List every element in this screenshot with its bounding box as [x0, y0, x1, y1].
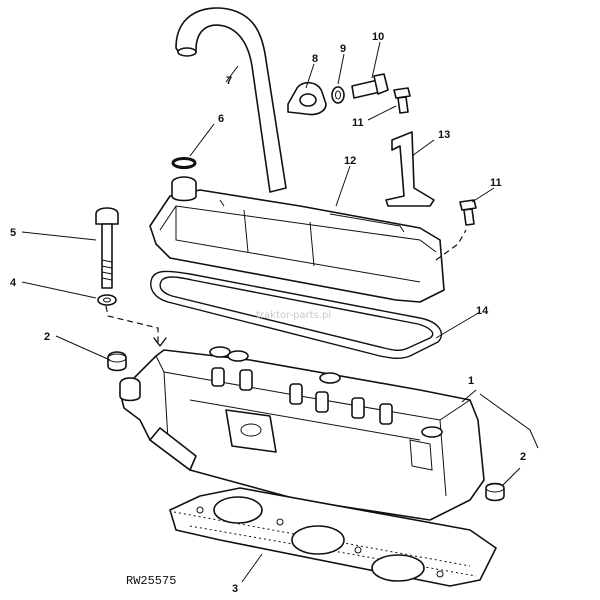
cylinder-head — [119, 346, 485, 521]
lift-bracket — [385, 131, 435, 207]
breather-hose — [175, 7, 287, 193]
callout-8: 8 — [312, 53, 318, 65]
bolt-washer — [97, 294, 117, 306]
hose-clamp — [287, 81, 327, 116]
callout-13: 13 — [438, 129, 450, 141]
callout-1: 1 — [468, 375, 474, 387]
plug-left — [107, 351, 127, 372]
callout-2-right: 2 — [520, 451, 526, 463]
callout-10: 10 — [372, 31, 384, 43]
plug-right — [485, 482, 505, 502]
clamp-screw — [351, 73, 389, 99]
callout-9: 9 — [340, 43, 346, 55]
cover-screw-right — [459, 199, 477, 226]
callout-2-left: 2 — [44, 331, 50, 343]
callouts: 1 2 2 3 4 5 6 7 8 9 10 11 11 12 13 14 — [10, 31, 526, 595]
callout-14: 14 — [476, 305, 489, 317]
callout-3: 3 — [232, 583, 238, 595]
callout-11-upper: 11 — [352, 117, 364, 129]
callout-5: 5 — [10, 227, 16, 239]
drawing-code: RW25575 — [126, 574, 176, 588]
callout-11-right: 11 — [490, 177, 502, 189]
cover-bolt — [95, 207, 119, 289]
cover-gasket — [150, 270, 443, 359]
callout-6: 6 — [218, 113, 224, 125]
rocker-cover — [149, 176, 445, 303]
head-gasket — [169, 487, 497, 587]
callout-7: 7 — [226, 75, 232, 87]
callout-12: 12 — [344, 155, 356, 167]
cover-screw-upper — [393, 87, 411, 114]
o-ring — [171, 157, 197, 169]
lock-washer — [331, 86, 345, 104]
callout-4: 4 — [10, 277, 17, 289]
watermark-text: traktor-parts.pl — [256, 310, 331, 321]
leader-lines — [21, 41, 539, 583]
